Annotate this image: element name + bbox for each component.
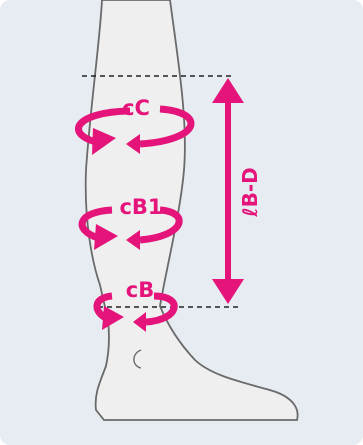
label-cB1: cB1 <box>119 195 162 219</box>
label-length-b-d: ℓB-D <box>238 167 262 218</box>
label-cB: cB <box>126 278 154 302</box>
label-cC: cC <box>122 96 150 120</box>
